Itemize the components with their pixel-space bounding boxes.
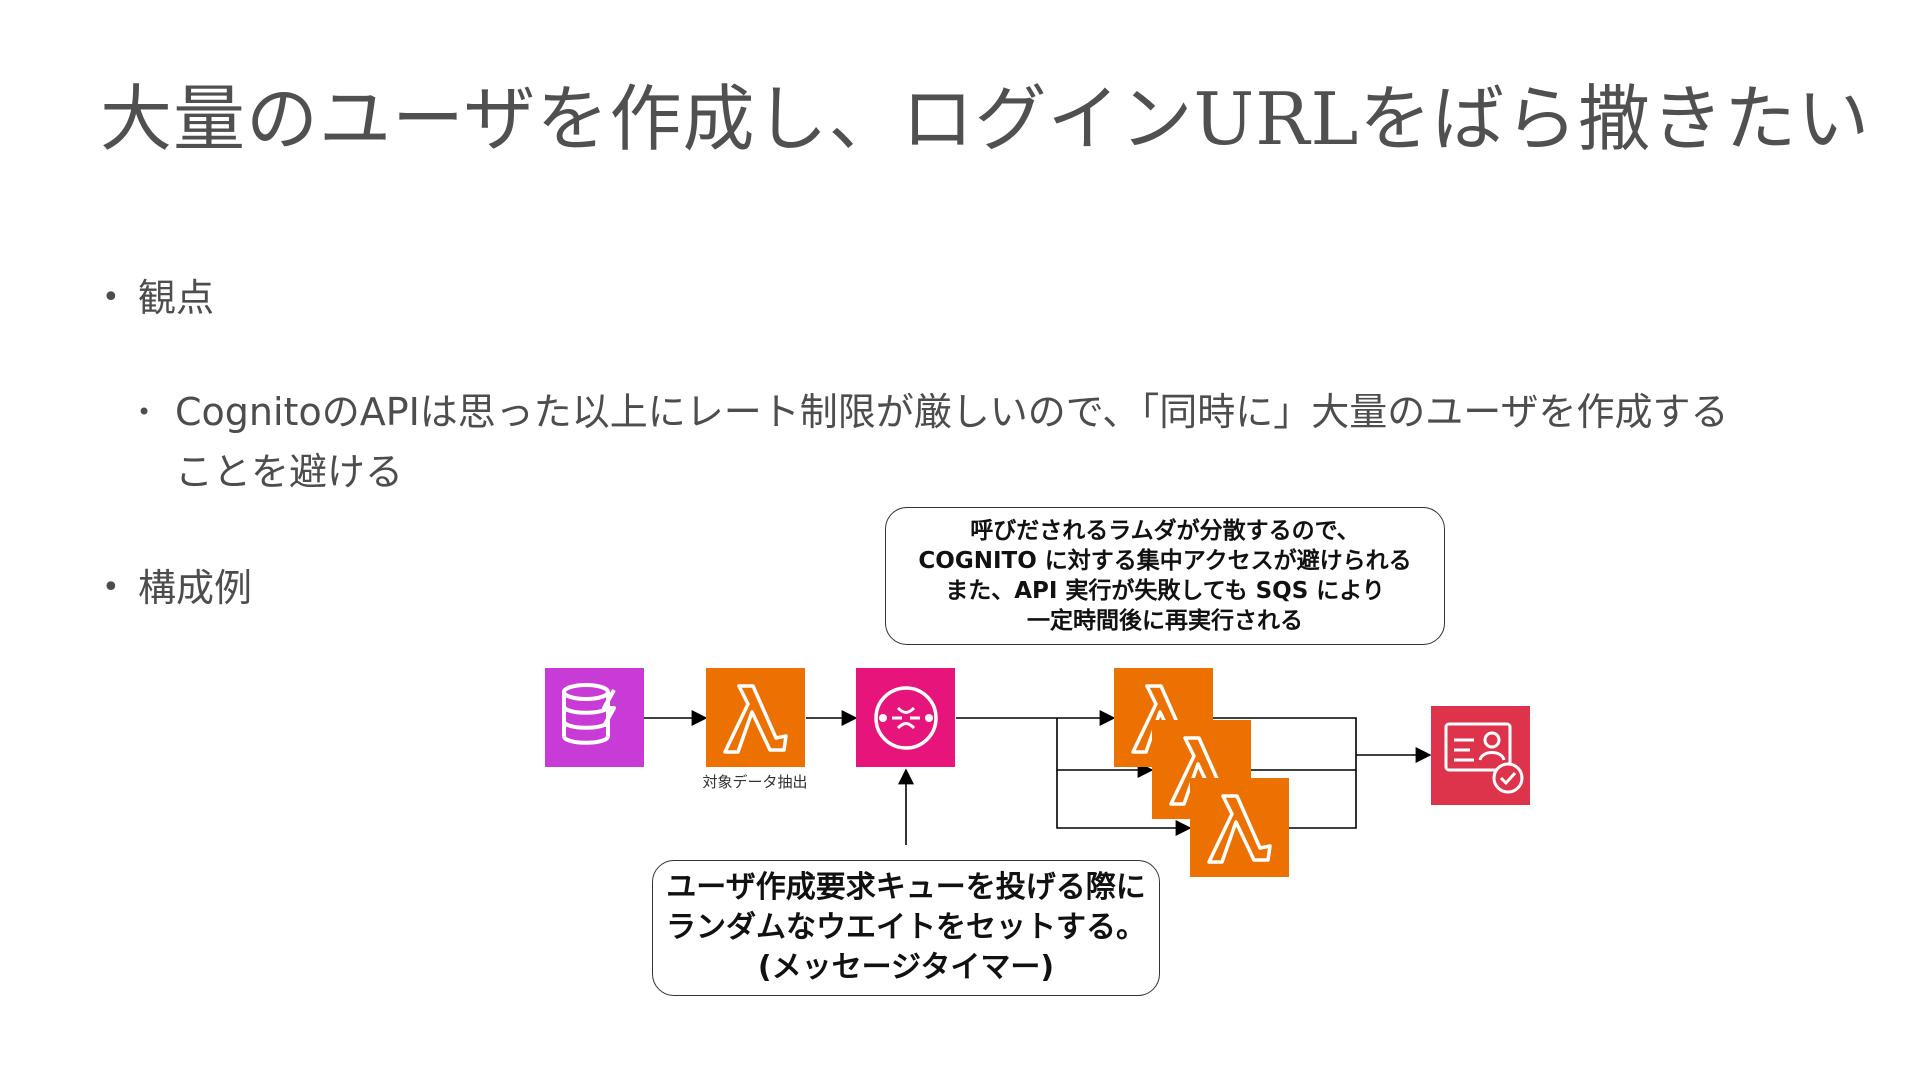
- connectors: [644, 710, 1432, 845]
- bottom-note-callout: ユーザ作成要求キューを投げる際に ランダムなウエイトをセットする。 (メッセージ…: [652, 860, 1160, 996]
- top-note-line-2: COGNITO に対する集中アクセスが避けられる: [918, 548, 1412, 574]
- bottom-note-line-3: (メッセージタイマー): [757, 950, 1055, 985]
- lambda-icon: [1190, 778, 1289, 877]
- top-note-line-3: また、API 実行が失敗しても SQS により: [945, 578, 1385, 604]
- bottom-note-line-1: ユーザ作成要求キューを投げる際に: [666, 870, 1146, 905]
- arrow-sqs-to-lambda-3: [1056, 770, 1192, 836]
- cognito-icon: [1431, 706, 1530, 805]
- top-note-callout: 呼びだされるラムダが分散するので、 COGNITO に対する集中アクセスが避けら…: [885, 507, 1445, 645]
- lambda-icon: [706, 668, 805, 767]
- top-note-line-4: 一定時間後に再実行される: [1027, 608, 1303, 634]
- dynamodb-icon: [545, 668, 644, 767]
- bottom-note-line-2: ランダムなウエイトをセットする。: [666, 910, 1146, 945]
- line-lambda-1-to-merge: [1206, 717, 1357, 755]
- sqs-icon: [856, 668, 955, 767]
- slide-title: 大量のユーザを作成し、ログインURLをばら撒きたい: [100, 77, 1871, 161]
- top-note-line-1: 呼びだされるラムダが分散するので、: [970, 518, 1360, 544]
- lambda-label: 対象データ抽出: [702, 773, 807, 791]
- line-lambda-3-to-merge: [1284, 755, 1357, 829]
